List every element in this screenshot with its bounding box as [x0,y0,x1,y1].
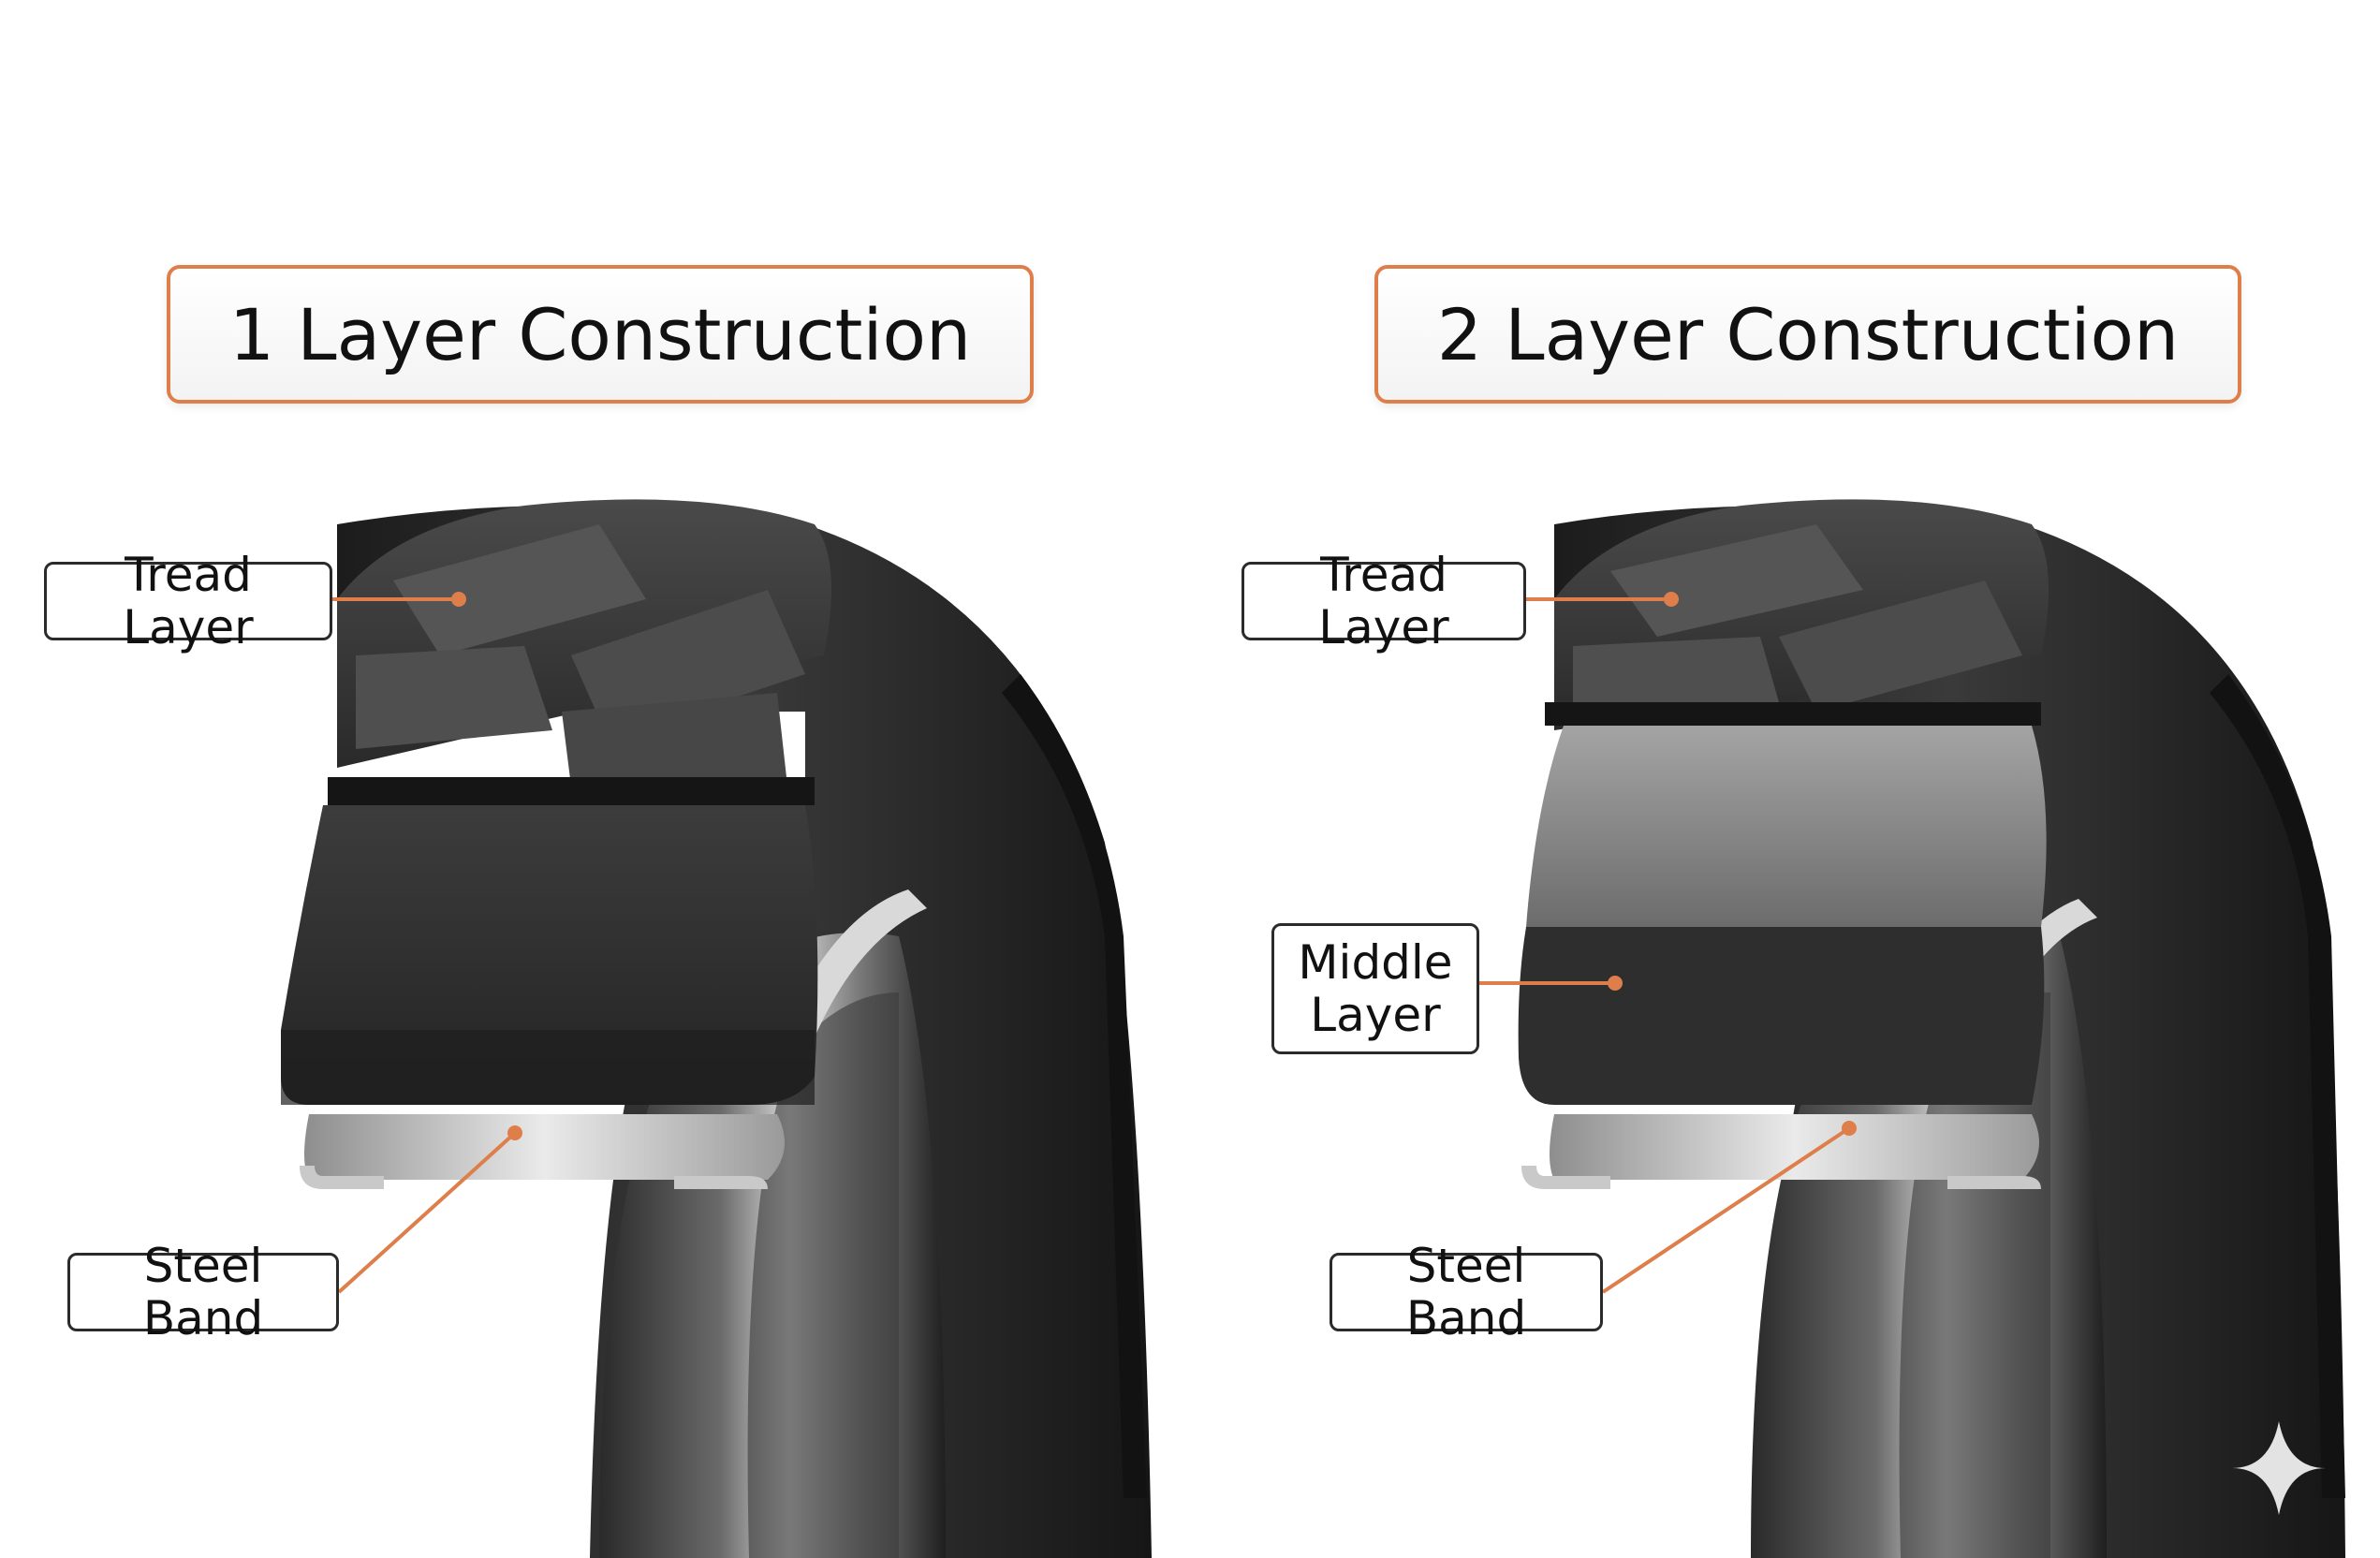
left-tread-layer-label: Tread Layer [44,549,332,654]
right-tread-block-1 [1610,524,1863,637]
right-steel-flange-right [1947,1176,2041,1189]
right-tread-block-2 [1779,581,2022,712]
left-steel-flange-right [674,1176,768,1189]
right-tire [1479,499,2345,1558]
left-tread-block-1 [393,524,646,655]
left-rubber-base-shadow [281,1030,815,1105]
left-side-lugs [1002,674,1147,1498]
right-steel-band [1550,1114,2039,1180]
left-steel-leader [337,1131,517,1294]
right-steel-flange-left [1521,1166,1610,1189]
left-tire [281,499,1152,1558]
right-tread-groove [1545,702,2041,726]
right-steel-band-label: Steel Band [1330,1240,1603,1345]
middle-layer-line2: Layer [1310,988,1441,1042]
left-steel-band-label: Steel Band [67,1240,339,1345]
right-middle-dot [1608,976,1623,991]
title-two-layer: 2 Layer Construction [1374,265,2241,404]
middle-layer-line1: Middle [1298,935,1453,990]
left-tread-block-2 [571,590,805,740]
right-side-lugs [2210,674,2345,1498]
right-tread-block-3 [1573,637,1779,721]
left-rim-inner [747,992,899,1558]
right-base-layer [1518,927,2045,1105]
right-tread-layer-label: Tread Layer [1241,549,1526,654]
title-one-layer: 1 Layer Construction [167,265,1034,404]
left-steel-dot [507,1125,522,1140]
right-steel-dot [1842,1121,1857,1136]
left-tread-block-3 [356,646,552,749]
right-middle-layer [1526,726,2047,927]
left-tread-groove [328,777,815,805]
right-steel-leader [1601,1126,1851,1294]
left-steel-band [304,1114,785,1180]
left-tread-block-4 [562,693,786,786]
left-steel-flange-left [300,1166,384,1189]
right-tread-dot [1664,592,1679,607]
left-tread-dot [451,592,466,607]
sparkle-icon [2232,1421,2326,1515]
right-middle-layer-label: Middle Layer [1271,923,1479,1054]
